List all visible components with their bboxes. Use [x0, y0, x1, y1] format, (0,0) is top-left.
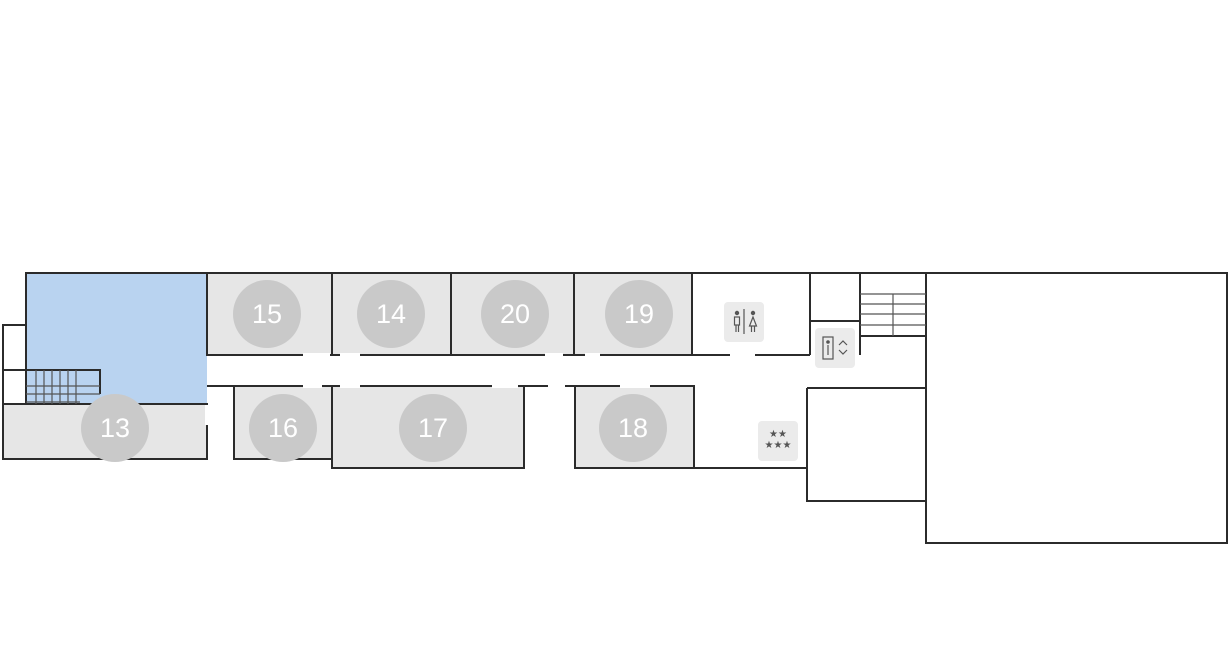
stars-icon[interactable]: ★★ ★★★: [758, 421, 798, 461]
restroom-icon[interactable]: [724, 302, 764, 342]
room-badge-15[interactable]: 15: [233, 280, 301, 348]
room-badge-19[interactable]: 19: [605, 280, 673, 348]
svg-text:★★: ★★: [769, 429, 787, 440]
room-badge-17[interactable]: 17: [399, 394, 467, 462]
stairs-left-icon: [26, 370, 100, 404]
large-hall[interactable]: [925, 272, 1228, 544]
stairs-right-icon: [860, 293, 926, 336]
door-openings: [205, 353, 755, 425]
room-badge-16[interactable]: 16: [249, 394, 317, 462]
elevator-icon[interactable]: [815, 328, 855, 368]
room-badge-13[interactable]: 13: [81, 394, 149, 462]
room-badge-20[interactable]: 20: [481, 280, 549, 348]
highlighted-room[interactable]: [26, 273, 207, 404]
svg-text:★★★: ★★★: [765, 440, 792, 451]
room-badge-14[interactable]: 14: [357, 280, 425, 348]
room-badge-18[interactable]: 18: [599, 394, 667, 462]
